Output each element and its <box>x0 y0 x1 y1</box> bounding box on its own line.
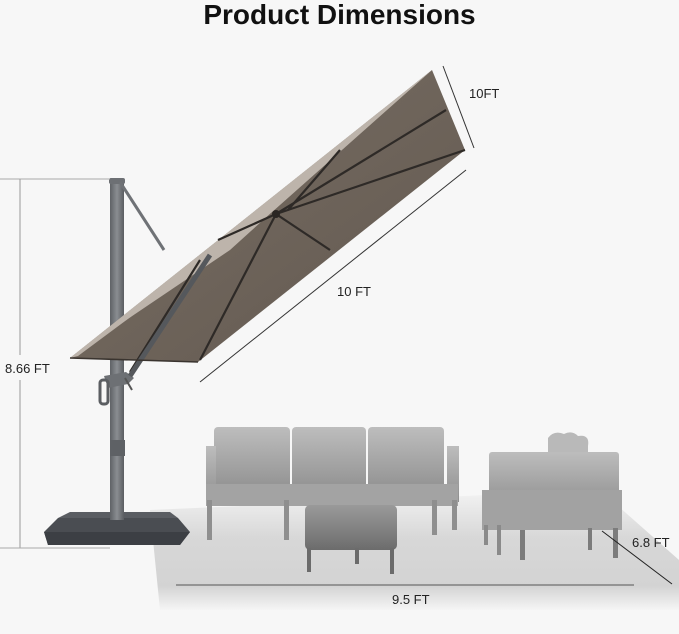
coverage-depth-label: 6.8 FT <box>632 535 670 550</box>
umbrella-canopy <box>69 70 466 378</box>
dimension-lines <box>0 65 673 586</box>
height-label: 8.66 FT <box>5 361 50 376</box>
canopy-depth-label: 10FT <box>469 86 500 101</box>
patio-furniture <box>206 427 622 574</box>
coverage-width-label: 9.5 FT <box>392 592 430 607</box>
page-title: Product Dimensions <box>203 0 476 30</box>
canopy-length-label: 10 FT <box>337 284 371 299</box>
